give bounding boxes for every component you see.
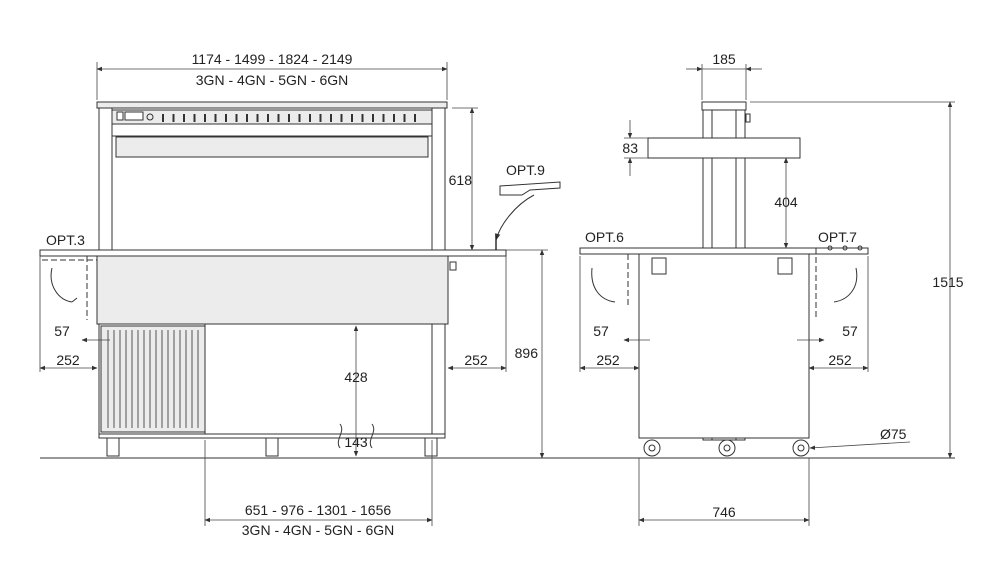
label-opt7: OPT.7: [818, 229, 857, 245]
vent-slot: [351, 114, 353, 122]
vent-slot: [256, 114, 259, 122]
vent-slots-top: [162, 114, 416, 122]
vent-slot: [382, 114, 385, 122]
vent-slot: [393, 114, 395, 122]
vent-slot: [288, 114, 290, 122]
leg-left: [106, 437, 120, 457]
wheel-right: [792, 439, 810, 457]
front-light-bar: [115, 136, 429, 158]
dim-side-left-width: 252: [596, 352, 620, 368]
vent-slot: [162, 114, 164, 122]
vent-slot: [319, 114, 322, 122]
front-dimensions: 1174 - 1499 - 1824 - 2149 3GN - 4GN - 5G…: [39, 51, 548, 538]
front-vent-panel: [100, 325, 206, 433]
dim-top-width: 185: [712, 51, 736, 67]
vent-slot: [277, 114, 280, 122]
vent-slot: [235, 114, 238, 122]
dim-side-right-width: 252: [828, 352, 852, 368]
front-counter-apron: [96, 255, 449, 325]
vent-slot: [172, 114, 175, 122]
front-view: [39, 101, 561, 457]
side-column-top: [701, 101, 747, 111]
label-opt9: OPT.9: [506, 162, 545, 178]
vent-slot: [403, 114, 406, 122]
vent-slot: [414, 114, 416, 122]
front-glass-frame: [98, 107, 446, 251]
vent-slot: [372, 114, 374, 122]
side-view: [579, 101, 869, 457]
vent-slot: [309, 114, 311, 122]
label-opt6: OPT.6: [585, 229, 624, 245]
dim-base-width: 651 - 976 - 1301 - 1656: [245, 502, 392, 518]
dim-wheel-diameter: Ø75: [880, 426, 907, 442]
side-counter: [579, 247, 869, 255]
dim-counter-height: 896: [515, 345, 539, 361]
side-dimensions: 185 83 404 1515 746 Ø75 57 252 57 252 OP…: [579, 51, 964, 526]
label-opt3: OPT.3: [46, 232, 85, 248]
vent-slots-lower: [107, 330, 199, 428]
wheel-mid: [718, 439, 736, 457]
front-counter: [39, 249, 507, 257]
dim-overall-width-gn: 3GN - 4GN - 5GN - 6GN: [196, 72, 348, 88]
side-shelf: [647, 137, 801, 159]
dim-lower-height: 428: [344, 369, 368, 385]
vent-slot: [225, 114, 227, 122]
dim-total-height: 1515: [932, 274, 963, 290]
vent-slot: [214, 114, 217, 122]
vent-slot: [204, 114, 206, 122]
dim-base-width-gn: 3GN - 4GN - 5GN - 6GN: [242, 522, 394, 538]
dim-overall-width: 1174 - 1499 - 1824 - 2149: [192, 51, 353, 67]
vent-slot: [361, 114, 364, 122]
front-canopy: [96, 101, 448, 109]
leg-mid: [265, 437, 279, 457]
dim-left-width: 252: [56, 352, 80, 368]
vent-slot: [183, 114, 185, 122]
dim-shelf-gap: 404: [774, 194, 798, 210]
vent-slot: [267, 114, 269, 122]
leg-right: [424, 437, 438, 457]
side-base: [638, 253, 810, 439]
dim-left-depth: 57: [54, 323, 70, 339]
dim-right-width: 252: [464, 352, 488, 368]
wheel-left: [643, 439, 661, 457]
dim-side-right-depth: 57: [842, 323, 858, 339]
vent-slot: [340, 114, 343, 122]
dim-leg-height: 143: [344, 434, 368, 450]
vent-slot: [298, 114, 301, 122]
dim-base-depth: 746: [712, 504, 736, 520]
dim-shelf-height: 83: [622, 140, 638, 156]
vent-slot: [193, 114, 196, 122]
vent-slot: [330, 114, 332, 122]
dim-side-left-depth: 57: [593, 323, 609, 339]
vent-slot: [246, 114, 248, 122]
dim-top-height: 618: [449, 172, 473, 188]
